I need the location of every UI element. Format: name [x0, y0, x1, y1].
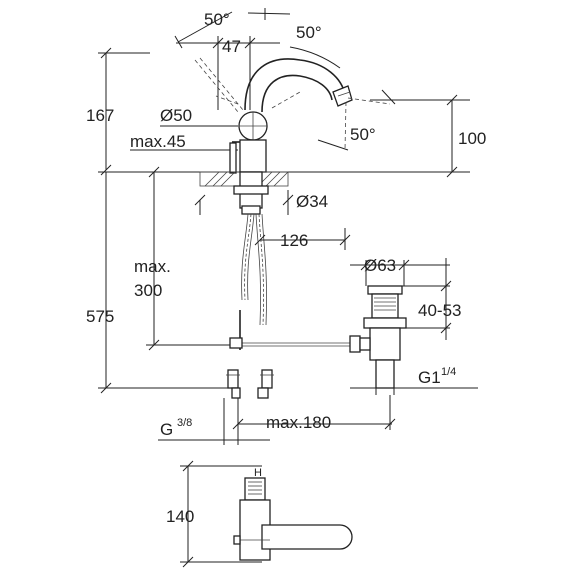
top-angle-dimension: 50°: [174, 8, 291, 49]
range-40-53-label: 40-53: [418, 301, 461, 320]
height-100-dimension: 100: [370, 94, 486, 178]
flexible-hoses: [241, 213, 267, 326]
angle-top-left-label: 50°: [204, 10, 230, 29]
angle-top-right-arc: [289, 46, 341, 69]
height-167-label: 167: [86, 106, 114, 125]
top-view: 140 H: [166, 460, 353, 568]
reach-126-label: 126: [280, 231, 308, 250]
thread-g1-dimension: G1 1/4: [350, 366, 478, 395]
width-47-label: 47: [222, 37, 241, 56]
height-575-label: 575: [86, 307, 114, 326]
width-47-dimension: 47: [176, 36, 280, 110]
diameter-63-label: Ø63: [364, 256, 396, 275]
angle-right-label: 50°: [350, 125, 376, 144]
height-167-dimension: 167: [86, 47, 150, 176]
max-300-line2-label: 300: [134, 281, 162, 300]
thread-g1-label: G1: [418, 368, 441, 387]
height-575-dimension: 575: [86, 172, 240, 394]
height-140-label: 140: [166, 507, 194, 526]
angle-top-right-label: 50°: [296, 23, 322, 42]
thread-g38-fraction-label: 3/8: [177, 417, 192, 429]
pop-up-waste: [229, 285, 407, 389]
height-100-label: 100: [458, 129, 486, 148]
max-45-dimension: max.45: [130, 132, 238, 151]
svg-text:H: H: [254, 467, 262, 479]
faucet-body: [194, 57, 353, 174]
diameter-50-dimension: Ø50: [160, 106, 238, 127]
max-300-dimension: max. 300: [134, 166, 240, 351]
diameter-63-dimension: Ø63: [350, 256, 450, 286]
reach-126-dimension: 126: [254, 228, 351, 250]
thread-g38-dimension: G 3/8: [158, 398, 270, 445]
max-180-dimension: max.180: [232, 395, 396, 445]
max-300-line1-label: max.: [134, 257, 171, 276]
right-angle-dimension: 50°: [317, 89, 396, 151]
range-40-53-dimension: 40-53: [402, 258, 461, 340]
diameter-34-dimension: Ø34: [194, 190, 328, 215]
diameter-34-label: Ø34: [296, 192, 328, 211]
max-180-label: max.180: [266, 413, 331, 432]
max-45-label: max.45: [130, 132, 186, 151]
diameter-50-label: Ø50: [160, 106, 192, 125]
thread-g38-label: G: [160, 420, 173, 439]
angle-valves: [226, 369, 274, 399]
thread-g1-fraction-label: 1/4: [441, 366, 456, 378]
mounting-shank: [233, 171, 269, 215]
